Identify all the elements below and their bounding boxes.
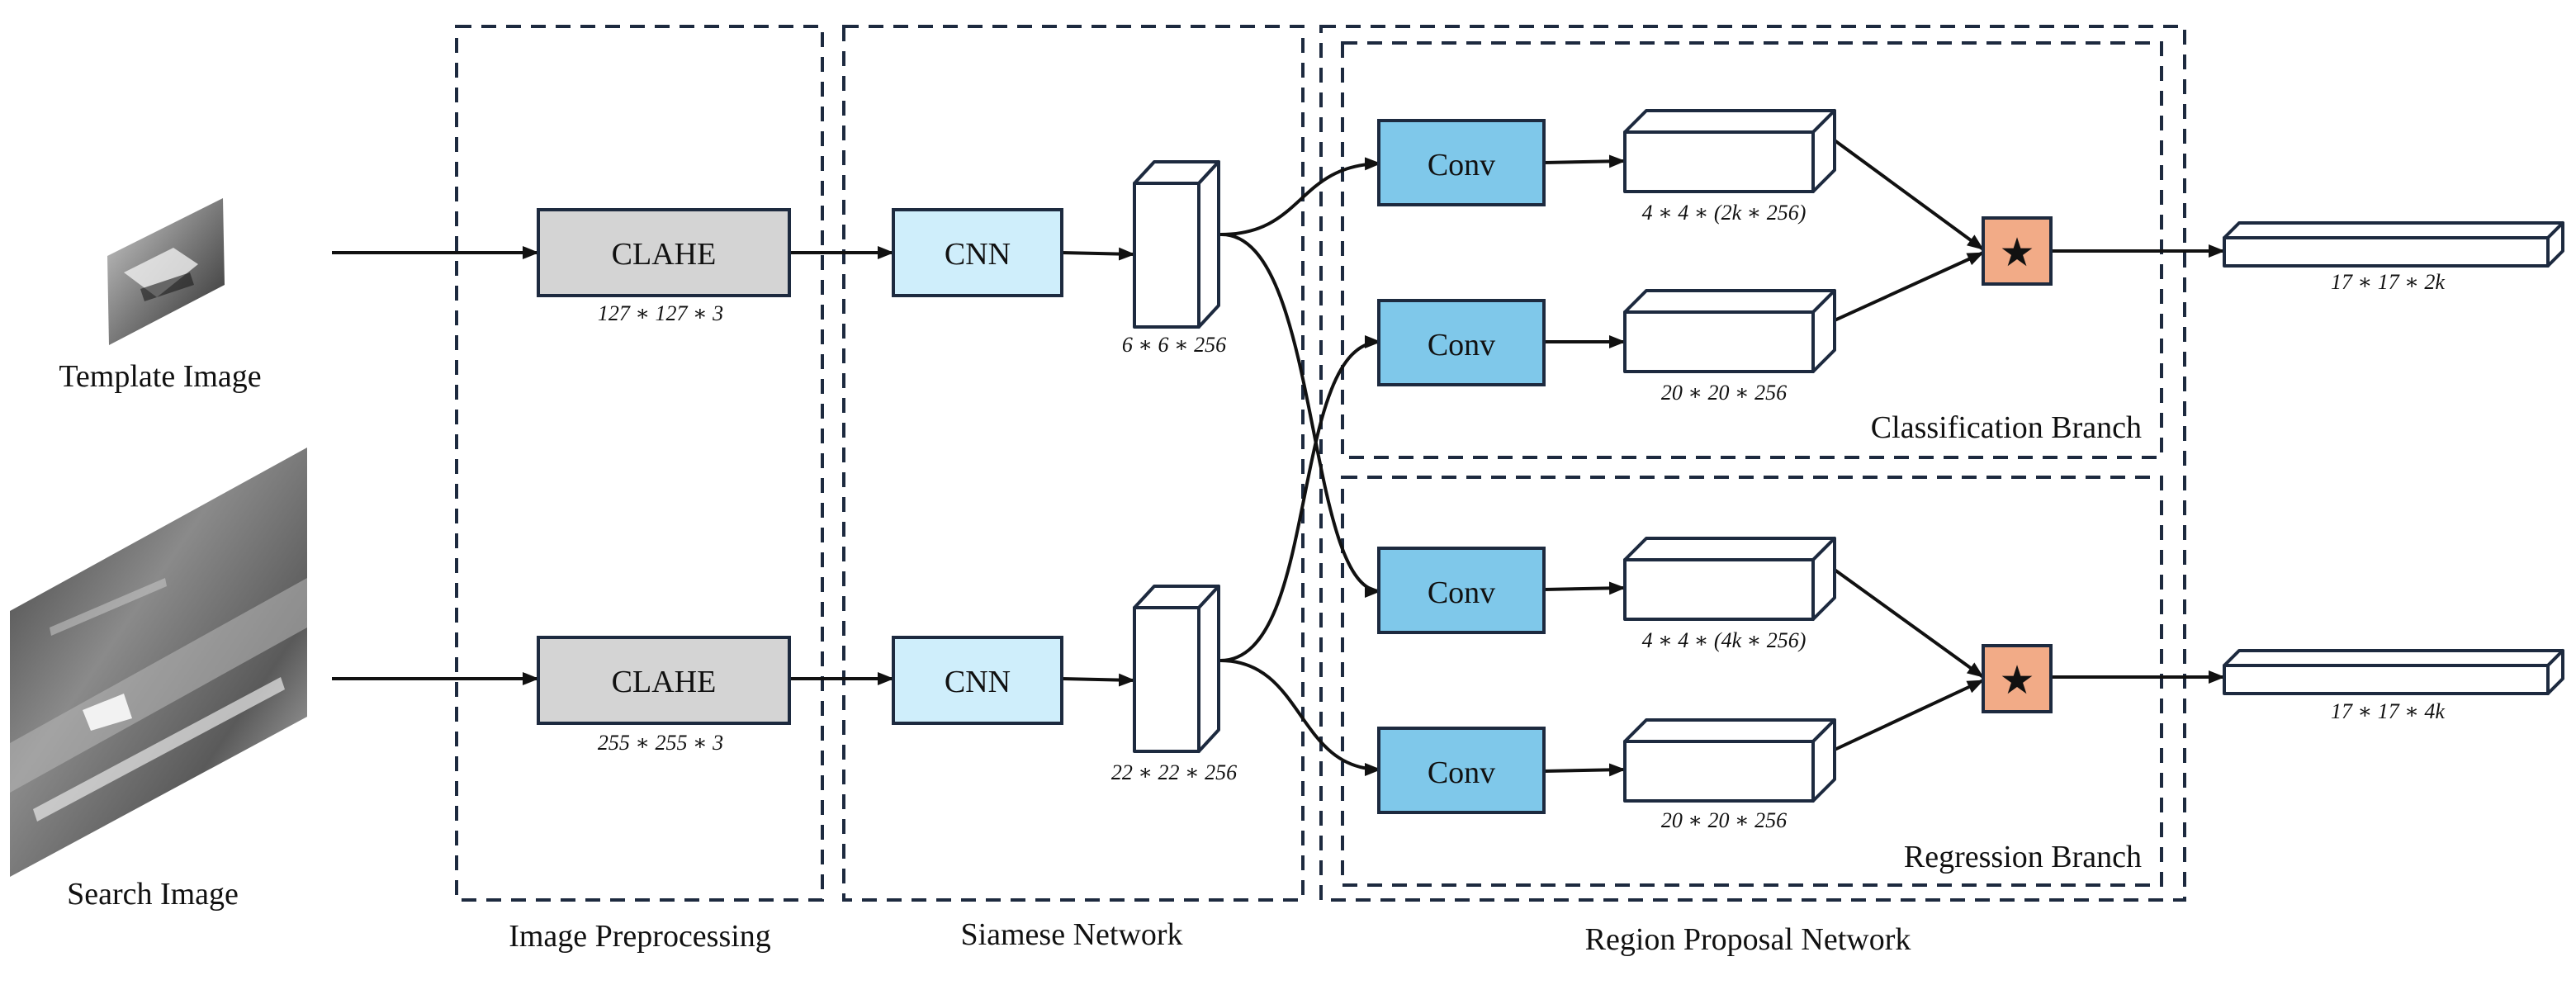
- curve-template-to-reg-conv: [1219, 232, 1381, 598]
- arrow-cnn-to-feature-top: [1061, 247, 1135, 261]
- arrow-cnn-to-feature-bottom: [1061, 673, 1135, 687]
- cls-feature-map-bottom: [1623, 289, 1836, 373]
- clahe-label: CLAHE: [612, 665, 717, 699]
- reg-correlation-star: ★: [1982, 644, 2053, 713]
- clahe-label: CLAHE: [612, 237, 717, 272]
- siamese-network-frame: [842, 25, 1305, 902]
- conv-block-cls-top: Conv: [1377, 119, 1546, 206]
- curve-template-to-cls-conv: [1219, 157, 1381, 236]
- regression-branch-frame: [1341, 476, 2163, 887]
- template-feature-map: [1133, 160, 1220, 329]
- cls-feature-map-top: [1623, 109, 1836, 193]
- clahe-search-dim: 255 ∗ 255 ∗ 3: [598, 731, 723, 755]
- curve-search-to-cls-conv: [1219, 335, 1381, 662]
- reg-feature-map-top: [1623, 537, 1836, 621]
- clahe-template-dim: 127 ∗ 127 ∗ 3: [598, 301, 723, 325]
- siamese-network-label: Siamese Network: [960, 917, 1182, 952]
- arrow-feat-cls-top-to-star: [1833, 139, 1985, 251]
- cls-feature-top-dim: 4 ∗ 4 ∗ (2k ∗ 256): [1642, 201, 1807, 225]
- search-feature-dim: 22 ∗ 22 ∗ 256: [1111, 760, 1237, 784]
- arrow-feat-reg-top-to-star: [1833, 568, 1985, 679]
- arrow-feat-cls-bottom-to-star: [1834, 251, 1984, 322]
- cnn-block-template: CNN: [892, 208, 1063, 297]
- search-feature-map: [1133, 585, 1220, 753]
- search-image: [10, 448, 307, 877]
- conv-label: Conv: [1428, 148, 1495, 182]
- clahe-block-template: CLAHE: [537, 208, 791, 297]
- template-feature-dim: 6 ∗ 6 ∗ 256: [1122, 333, 1226, 357]
- region-proposal-network-frame: [1319, 25, 2186, 902]
- cls-feature-bottom-dim: 20 ∗ 20 ∗ 256: [1661, 381, 1787, 405]
- star-icon: ★: [1999, 231, 2034, 275]
- conv-label: Conv: [1428, 755, 1495, 790]
- reg-feature-bottom-dim: 20 ∗ 20 ∗ 256: [1661, 808, 1787, 832]
- reg-feature-map-bottom: [1623, 718, 1836, 803]
- cls-output-dim: 17 ∗ 17 ∗ 2k: [2331, 270, 2445, 294]
- regression-branch-label: Regression Branch: [1904, 840, 2142, 874]
- conv-label: Conv: [1428, 575, 1495, 610]
- cnn-block-search: CNN: [892, 636, 1063, 725]
- search-image-label: Search Image: [67, 877, 239, 912]
- arrow-conv-to-feat-reg-bottom: [1543, 763, 1626, 777]
- clahe-block-search: CLAHE: [537, 636, 791, 725]
- region-proposal-network-label: Region Proposal Network: [1585, 922, 1911, 957]
- template-image: [107, 198, 225, 345]
- cnn-label: CNN: [945, 665, 1011, 699]
- curve-search-to-reg-conv: [1219, 659, 1381, 776]
- star-icon: ★: [1999, 659, 2034, 703]
- arrow-conv-to-feat-cls-top: [1543, 154, 1626, 168]
- cls-correlation-star: ★: [1982, 216, 2053, 286]
- image-preprocessing-label: Image Preprocessing: [509, 919, 771, 954]
- image-preprocessing-frame: [455, 25, 824, 902]
- cls-output-map: [2223, 221, 2564, 268]
- conv-label: Conv: [1428, 328, 1495, 362]
- template-image-label: Template Image: [59, 359, 261, 394]
- classification-branch-label: Classification Branch: [1871, 410, 2142, 445]
- reg-output-map: [2223, 649, 2564, 695]
- arrow-conv-to-feat-reg-top: [1543, 581, 1626, 595]
- arrow-feat-reg-bottom-to-star: [1834, 679, 1984, 751]
- conv-block-reg-bottom: Conv: [1377, 727, 1546, 814]
- cnn-label: CNN: [945, 237, 1011, 272]
- reg-feature-top-dim: 4 ∗ 4 ∗ (4k ∗ 256): [1642, 628, 1807, 652]
- conv-block-reg-top: Conv: [1377, 547, 1546, 634]
- conv-block-cls-bottom: Conv: [1377, 299, 1546, 386]
- reg-output-dim: 17 ∗ 17 ∗ 4k: [2331, 699, 2445, 723]
